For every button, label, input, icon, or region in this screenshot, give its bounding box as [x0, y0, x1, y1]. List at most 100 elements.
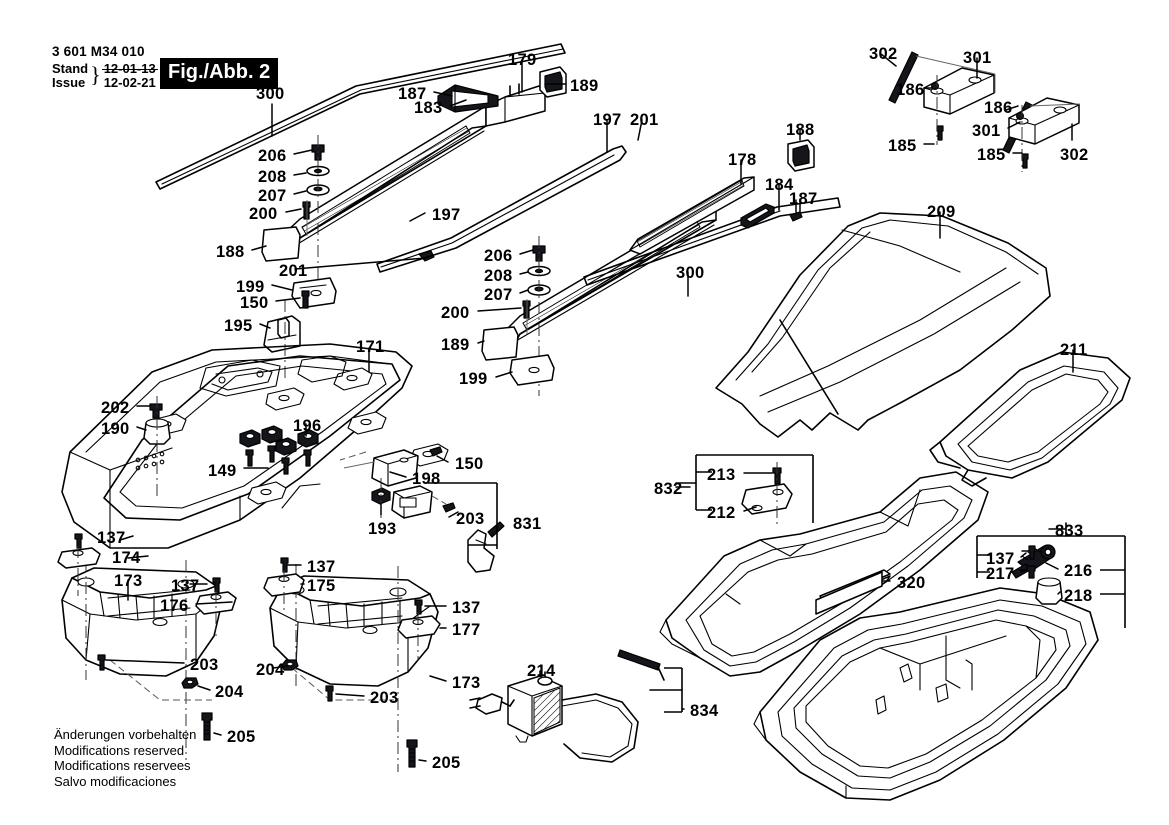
fastener-stack-left — [302, 135, 330, 300]
disclaimer-de: Änderungen vorbehalten — [54, 727, 197, 742]
part-831-bracket — [428, 482, 505, 573]
part-199-bracket-lower — [509, 354, 555, 386]
callout-198: 198 — [412, 470, 441, 488]
callout-174: 174 — [112, 549, 141, 567]
callout-189: 189 — [441, 336, 470, 354]
callout-185: 185 — [977, 146, 1006, 164]
callout-187: 187 — [789, 190, 818, 208]
callout-205: 205 — [432, 754, 461, 772]
part-137-177-right — [397, 599, 441, 660]
callout-178: 178 — [728, 151, 757, 169]
callout-302: 302 — [1060, 146, 1089, 164]
callout-189: 189 — [570, 77, 599, 95]
part-209-hood — [715, 212, 1051, 438]
callout-205: 205 — [227, 728, 256, 746]
part-187-screw-right — [789, 199, 803, 222]
callout-834: 834 — [690, 702, 719, 720]
callout-150: 150 — [240, 294, 269, 312]
callout-217: 217 — [986, 565, 1015, 583]
part-203-screw-right — [325, 685, 334, 702]
callout-300: 300 — [256, 85, 285, 103]
callout-196: 196 — [293, 417, 322, 435]
part-300-strip-upper — [155, 43, 566, 190]
stand-label: Stand — [52, 61, 89, 76]
callout-137: 137 — [986, 550, 1015, 568]
part-137-175-right — [263, 557, 305, 612]
group-ticks-833 — [1100, 569, 1125, 595]
part-150-screw-right — [429, 446, 443, 457]
callout-320: 320 — [897, 574, 926, 592]
part-184-bar — [740, 203, 775, 229]
callout-179: 179 — [508, 51, 537, 69]
callout-193: 193 — [368, 520, 397, 538]
callout-203: 203 — [370, 689, 399, 707]
callout-833: 833 — [1055, 522, 1084, 540]
callout-209: 209 — [927, 203, 956, 221]
callout-137: 137 — [171, 577, 200, 595]
callout-831: 831 — [513, 515, 542, 533]
part-195-post — [263, 300, 301, 380]
part-189-cap-upper — [539, 66, 567, 98]
callout-183: 183 — [414, 99, 443, 117]
cluster-196-149 — [239, 425, 319, 475]
disclaimer-fr: Modifications reservees — [54, 758, 191, 773]
assembly-301-302-left — [888, 51, 996, 145]
part-lid-panel — [659, 471, 989, 677]
callout-218: 218 — [1064, 587, 1093, 605]
group-bracket-833 — [976, 535, 1126, 628]
callout-300: 300 — [676, 264, 705, 282]
part-213-screw — [772, 462, 782, 528]
part-case-tray — [753, 587, 1099, 801]
callout-206: 206 — [258, 147, 287, 165]
issue-label: Issue — [52, 75, 86, 90]
callout-175: 175 — [307, 577, 336, 595]
part-178-rail — [629, 176, 755, 255]
date-current: 12-02-21 — [103, 75, 156, 90]
callout-201: 201 — [630, 111, 659, 129]
part-203-screw-left — [97, 654, 106, 671]
callout-302: 302 — [869, 45, 898, 63]
callout-184: 184 — [765, 176, 794, 194]
part-203-block — [391, 485, 456, 519]
callout-211: 211 — [1060, 341, 1088, 359]
part-199-bracket-left — [291, 277, 337, 309]
part-204-nut-right — [281, 659, 299, 671]
callout-206: 206 — [484, 247, 513, 265]
callout-200: 200 — [441, 304, 470, 322]
callout-171: 171 — [356, 338, 385, 356]
disclaimer-footer: Änderungen vorbehalten Modifications res… — [54, 727, 196, 789]
part-137-174-left — [57, 533, 101, 596]
callout-187: 187 — [398, 85, 427, 103]
brace-glyph: } — [90, 62, 101, 87]
callout-201: 201 — [279, 262, 308, 280]
fastener-stack-right — [522, 236, 551, 396]
callout-199: 199 — [459, 370, 488, 388]
callout-186: 186 — [984, 99, 1013, 117]
callout-177: 177 — [452, 621, 481, 639]
callout-197: 197 — [432, 206, 461, 224]
part-202-screw — [149, 403, 163, 419]
part-198-block — [339, 449, 419, 487]
part-193-bushing — [371, 478, 391, 520]
callout-301: 301 — [972, 122, 1001, 140]
callout-213: 213 — [707, 466, 736, 484]
callout-203: 203 — [190, 656, 219, 674]
part-214-power-supply — [469, 649, 665, 763]
callout-301: 301 — [963, 49, 992, 67]
part-190-foot — [143, 396, 171, 500]
part-218-cap — [1035, 577, 1063, 605]
disclaimer-es: Salvo modificaciones — [54, 773, 177, 789]
figure-badge: Fig./Abb. 2 — [160, 58, 279, 89]
callout-207: 207 — [258, 187, 287, 205]
callout-150: 150 — [455, 455, 484, 473]
callout-137: 137 — [452, 599, 481, 617]
callout-200: 200 — [249, 205, 278, 223]
part-150-screw-left — [301, 290, 310, 309]
callout-208: 208 — [258, 168, 287, 186]
callout-832: 832 — [654, 480, 683, 498]
part-188-cap-left — [261, 226, 301, 262]
callout-190: 190 — [101, 420, 130, 438]
callout-149: 149 — [208, 462, 237, 480]
